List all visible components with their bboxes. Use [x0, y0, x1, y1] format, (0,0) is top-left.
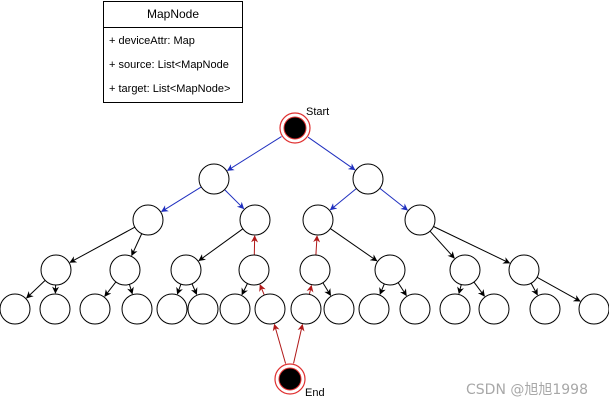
mapnode-class-box: MapNode + deviceAttr: Map + source: List…: [103, 1, 243, 103]
graph-node-L1a: [198, 163, 230, 195]
edge-L1b-to-L2c: [329, 188, 357, 211]
edge-L2a-to-L3b: [131, 233, 143, 257]
edge-L1a-to-L2b: [224, 189, 245, 210]
edge-L3d-to-L4g: [241, 283, 248, 296]
graph-node-L4p: [578, 293, 609, 325]
graph-node-L3e: [299, 254, 331, 286]
edge-L4h-to-L3d: [259, 284, 266, 296]
edge-L2a-to-L3a: [69, 226, 136, 263]
edge-end-to-L4h: [272, 323, 287, 364]
graph-node-L2c: [302, 204, 334, 236]
class-title: MapNode: [104, 2, 242, 28]
edge-L1a-to-L2a: [160, 186, 202, 212]
edge-L3h-to-L4p: [536, 276, 581, 302]
graph-node-L3f: [374, 254, 406, 286]
graph-node-L2d: [404, 204, 436, 236]
edge-L3g-to-L4n: [473, 281, 485, 297]
edge-start-to-L1a: [226, 136, 282, 171]
edge-L2d-to-L3h: [433, 226, 511, 264]
edge-L3c-to-L4f: [190, 283, 198, 295]
start-node: [283, 116, 307, 140]
class-attributes: + deviceAttr: Map + source: List<MapNode…: [104, 28, 242, 101]
edges-group: [26, 136, 581, 364]
end-label: End: [305, 387, 325, 399]
edge-L3a-to-L4a: [26, 279, 46, 299]
graph-node-L4f: [187, 293, 219, 325]
graph-node-L4m: [439, 293, 471, 325]
edge-L1b-to-L2d: [379, 187, 408, 211]
graph-node-L3d: [238, 254, 270, 286]
attribute-device-attr: + deviceAttr: Map: [109, 35, 195, 47]
edge-start-to-L1b: [307, 136, 356, 171]
edge-end-to-L4i: [293, 323, 305, 364]
edge-L3b-to-L4d: [127, 284, 134, 295]
graph-node-L3c: [170, 254, 202, 286]
graph-node-L4h: [254, 293, 286, 325]
edge-L4i-to-L3e: [306, 284, 314, 295]
graph-node-L4n: [478, 293, 510, 325]
edge-L2d-to-L3g: [429, 230, 455, 259]
graph-node-L4i: [290, 293, 322, 325]
edge-L3f-to-L4k: [379, 283, 386, 295]
edge-L2c-to-L3f: [330, 228, 378, 262]
edge-L3f-to-L4l: [397, 282, 407, 297]
graph-node-L4b: [39, 293, 71, 325]
graph-node-L4j: [323, 293, 355, 325]
graph-node-L3b: [109, 254, 141, 286]
graph-node-L3h: [508, 254, 540, 286]
edge-L3b-to-L4c: [104, 281, 117, 297]
edge-L3e-to-L4j: [322, 282, 332, 296]
edge-L3g-to-L4m: [457, 284, 464, 295]
graph-node-L3a: [40, 254, 72, 286]
nodes-group: [0, 112, 609, 395]
graph-node-L2b: [239, 204, 271, 236]
attribute-target: + target: List<MapNode>: [109, 83, 231, 95]
graph-node-L3g: [449, 254, 481, 286]
edge-L3h-to-L4o: [530, 282, 538, 296]
graph-node-L4a: [0, 293, 31, 325]
attribute-source: + source: List<MapNode: [109, 59, 229, 71]
graph-node-L1b: [352, 163, 384, 195]
graph-node-L2a: [132, 204, 164, 236]
graph-node-L4l: [399, 293, 431, 325]
watermark: CSDN @旭旭1998: [466, 382, 588, 398]
edge-L3c-to-L4e: [176, 283, 183, 295]
graph-node-L4k: [358, 293, 390, 325]
end-node: [278, 367, 302, 391]
edge-L3e-to-L2c: [313, 235, 321, 256]
edge-L2b-to-L3c: [198, 228, 244, 262]
graph-node-L4d: [121, 293, 153, 325]
graph-node-L4c: [79, 293, 111, 325]
graph-node-L4g: [219, 293, 251, 325]
graph-node-L4e: [156, 293, 188, 325]
start-label: Start: [306, 106, 330, 118]
graph-node-L4o: [529, 293, 561, 325]
